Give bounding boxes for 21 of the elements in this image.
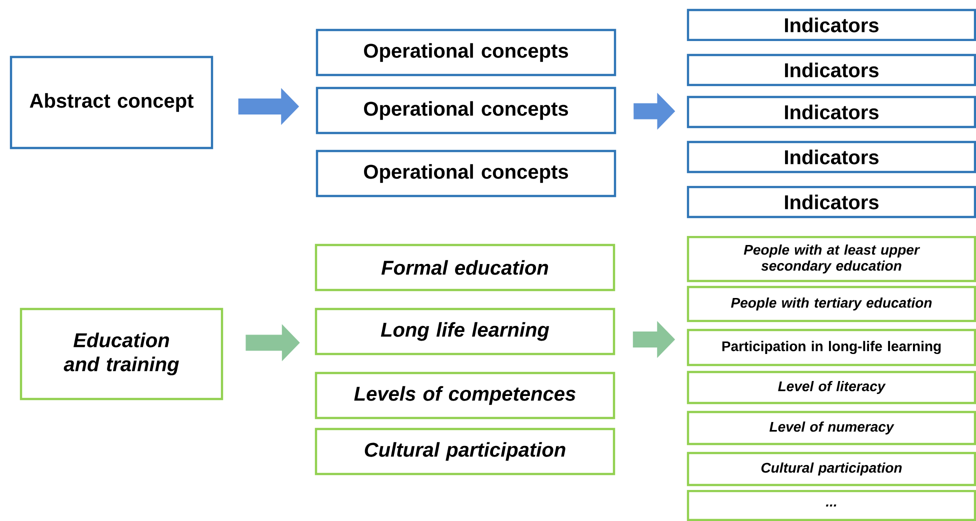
concept-box: Cultural participation (314, 428, 616, 476)
concept-box: Cultural participation (686, 452, 976, 486)
concept-box: Indicators (686, 8, 976, 42)
concept-box: Long life learning (314, 308, 616, 356)
concept-box: Indicators (686, 96, 976, 128)
concept-box: Indicators (686, 186, 976, 218)
concept-box: Indicators (686, 54, 976, 86)
concept-box: ... (686, 490, 976, 521)
concept-box: Formal education (314, 244, 616, 292)
concept-box: Education and training (20, 308, 224, 400)
concept-box: Participation in long-life learning (686, 328, 976, 366)
concept-box: Level of literacy (686, 370, 976, 404)
concept-box: People with tertiary education (686, 286, 976, 322)
concept-box: Operational concepts (316, 150, 616, 198)
concept-box: Indicators (686, 140, 976, 174)
concept-box: Level of numeracy (686, 410, 976, 446)
concept-box: Levels of competences (314, 372, 616, 420)
concept-box: Abstract concept (10, 56, 214, 150)
concept-box: Operational concepts (316, 86, 616, 134)
concept-box: Operational concepts (316, 28, 616, 76)
concept-box: People with at least upper secondary education (686, 236, 976, 282)
